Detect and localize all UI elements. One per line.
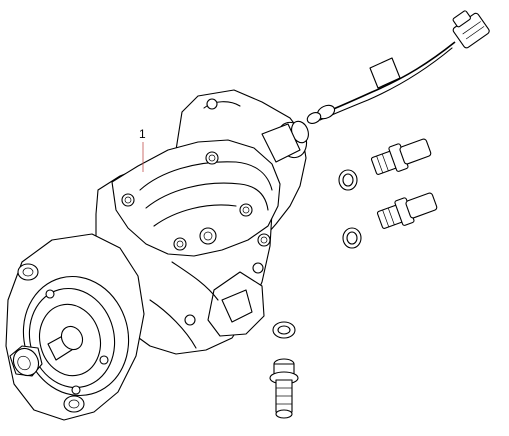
seal-ring-upper [338, 169, 358, 191]
fitting-upper [370, 138, 432, 175]
high-pressure-fuel-pump [5, 89, 309, 421]
fitting-lower [269, 358, 299, 419]
seal-ring-middle [342, 227, 362, 249]
fitting-middle [376, 192, 438, 229]
seal-ring-lower [272, 321, 296, 339]
callout-label-1: 1 [139, 127, 146, 141]
pressure-sensor-connector [306, 10, 490, 124]
